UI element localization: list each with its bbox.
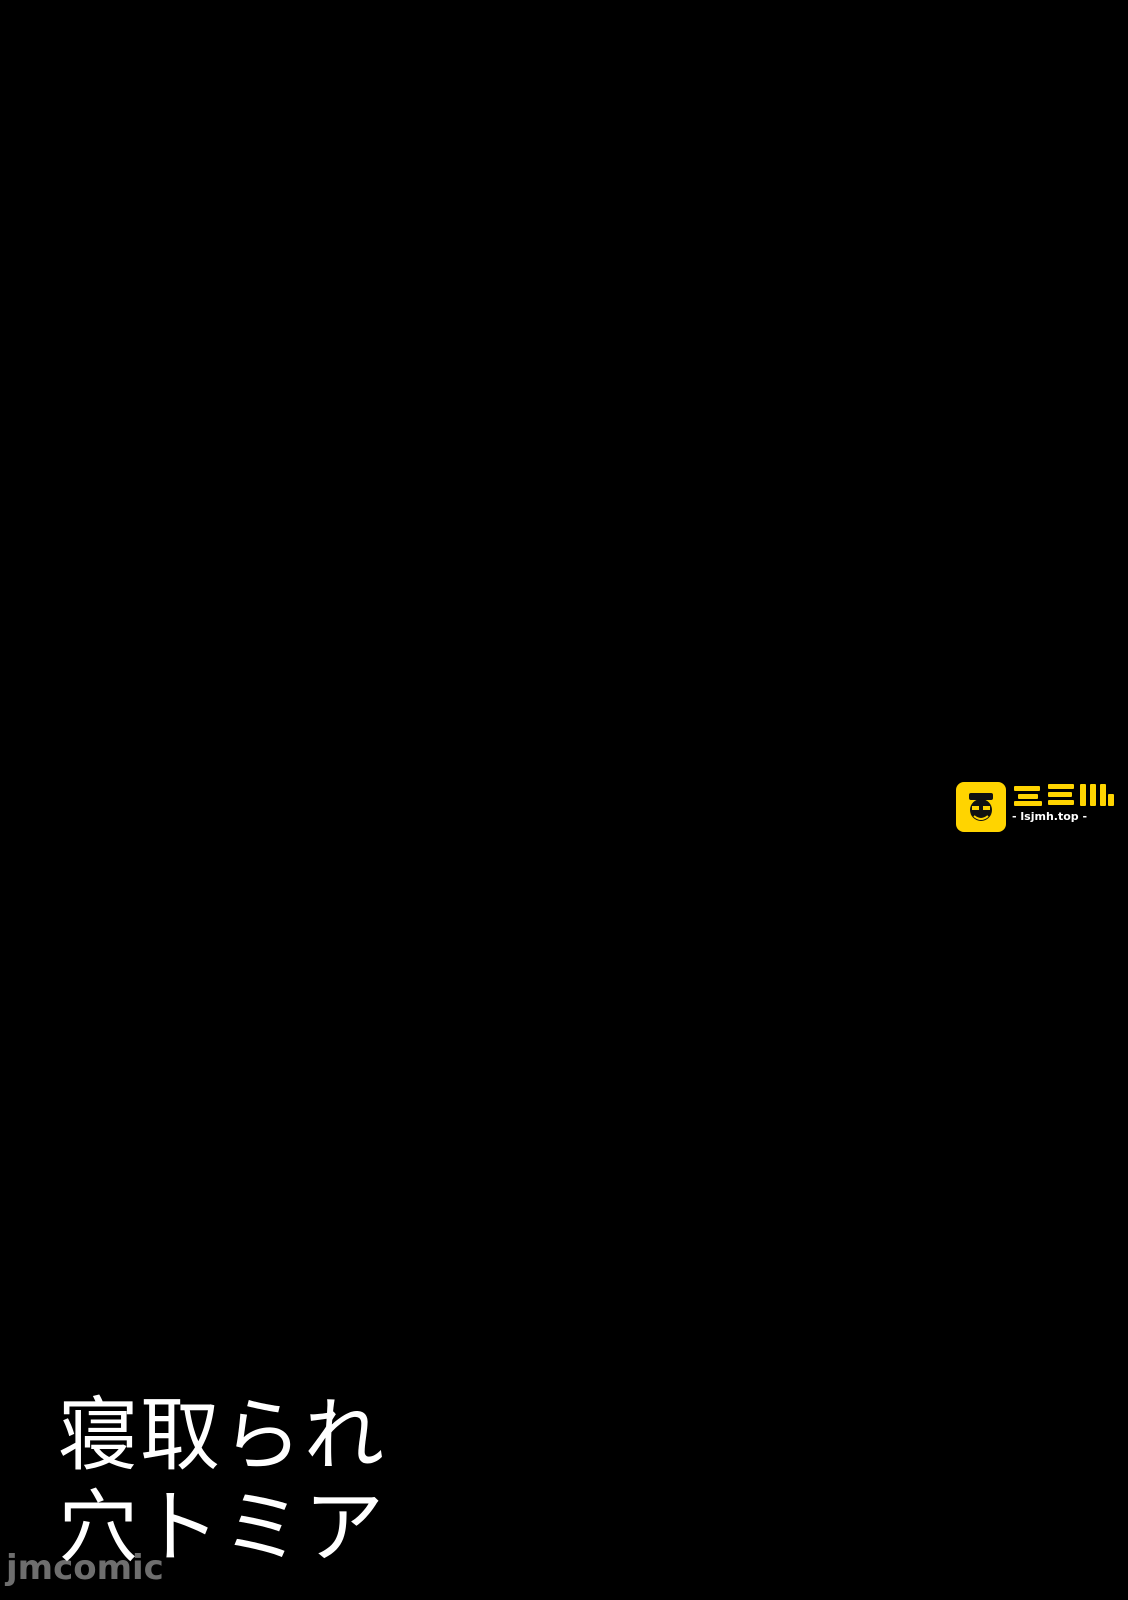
mascot-face-icon (956, 782, 1006, 832)
jmcomic-watermark: jmcomic (6, 1548, 206, 1594)
title-line-2: 穴トミア (58, 1481, 386, 1574)
site-watermark-logo: - lsjmh.top - (956, 780, 1116, 832)
site-url: - lsjmh.top - (1012, 810, 1088, 823)
title-line-1: 寝取られ (58, 1389, 386, 1482)
jmcomic-watermark-text: jmcomic (6, 1548, 164, 1588)
logo-lettering-graphic (1014, 784, 1114, 806)
title-block: 寝取られ 穴トミア (58, 1390, 386, 1574)
